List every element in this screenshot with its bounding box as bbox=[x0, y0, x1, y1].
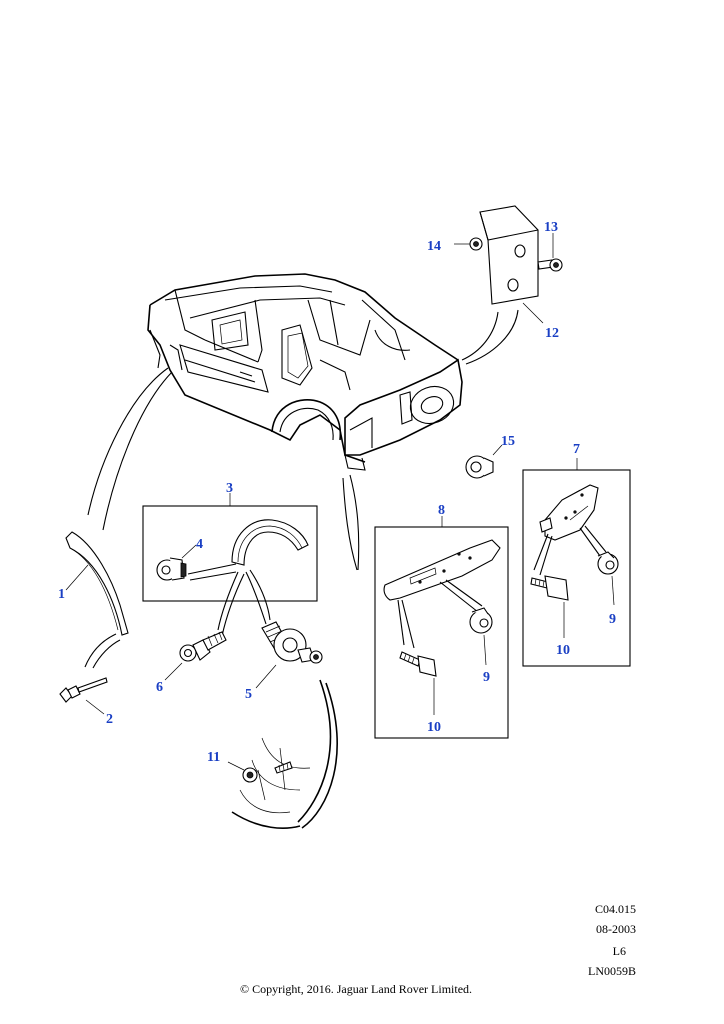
wheel-arch-trim-part-1 bbox=[65, 531, 129, 636]
push-clip-part-6 bbox=[179, 631, 227, 662]
callout-5: 5 bbox=[245, 687, 252, 702]
callout-9-box7: 9 bbox=[609, 612, 616, 627]
leader-line bbox=[87, 367, 169, 516]
clip-part-9-box7 bbox=[597, 551, 619, 575]
rivet-part-2 bbox=[59, 677, 108, 703]
model-code: L6 bbox=[612, 944, 626, 958]
callout-box-7 bbox=[522, 469, 631, 667]
leader-line bbox=[342, 477, 358, 571]
copyright-notice: © Copyright, 2016. Jaguar Land Rover Lim… bbox=[239, 982, 473, 996]
leader-line bbox=[465, 309, 519, 365]
nut-part-11 bbox=[242, 767, 258, 783]
callout-14: 14 bbox=[427, 239, 441, 254]
screw-part-10-box7 bbox=[530, 575, 569, 601]
callout-10-box8: 10 bbox=[427, 720, 441, 735]
grommet-part-15 bbox=[465, 444, 503, 479]
wheel-arch-liner bbox=[231, 679, 338, 829]
leader-line bbox=[349, 474, 360, 571]
callout-8: 8 bbox=[438, 503, 445, 518]
fastener-part-5 bbox=[261, 621, 323, 664]
vehicle-body-illustration bbox=[147, 273, 463, 471]
callout-2: 2 bbox=[106, 712, 113, 727]
callout-11: 11 bbox=[207, 750, 220, 765]
clip-part-4 bbox=[156, 557, 187, 581]
callout-6: 6 bbox=[156, 680, 163, 695]
callout-4: 4 bbox=[196, 537, 203, 552]
callout-9-box8: 9 bbox=[483, 670, 490, 685]
callout-10-box7: 10 bbox=[556, 643, 570, 658]
callout-7: 7 bbox=[573, 442, 580, 457]
clip-part-9-box8 bbox=[469, 607, 493, 634]
callout-1: 1 bbox=[58, 587, 65, 602]
leader-line bbox=[102, 371, 173, 531]
screw-part-10-box8 bbox=[399, 651, 437, 677]
bracket-part-12 bbox=[479, 205, 539, 305]
callout-3: 3 bbox=[226, 481, 233, 496]
callout-box-3 bbox=[142, 505, 318, 602]
drawing-id: LN0059B bbox=[588, 964, 636, 978]
panel-part-7 bbox=[539, 484, 599, 541]
stud-part-11 bbox=[274, 761, 293, 774]
callout-12: 12 bbox=[545, 326, 559, 341]
drawing-code: C04.015 bbox=[594, 902, 636, 916]
leader-line bbox=[461, 311, 499, 361]
nut-part-14 bbox=[469, 237, 483, 251]
panel-part-8 bbox=[383, 539, 501, 601]
arch-extension-part-3 bbox=[231, 519, 309, 566]
callout-15: 15 bbox=[501, 434, 515, 449]
bolt-part-13 bbox=[537, 258, 563, 272]
callout-13: 13 bbox=[544, 220, 558, 235]
callout-box-8 bbox=[374, 526, 509, 739]
drawing-date: 08-2003 bbox=[596, 922, 636, 936]
